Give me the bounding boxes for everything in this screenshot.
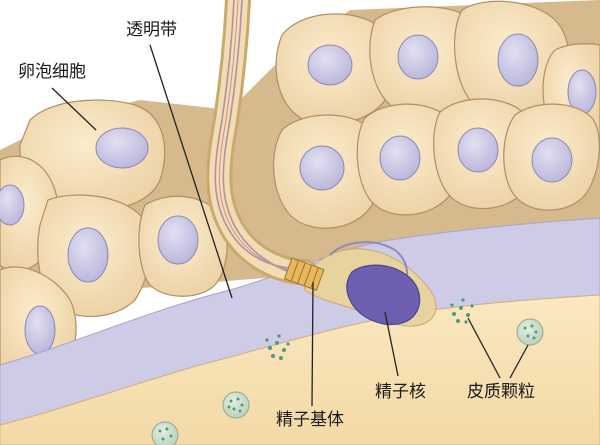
follicle-cell bbox=[272, 114, 382, 229]
follicle-cell bbox=[503, 103, 600, 211]
cell-nucleus bbox=[24, 305, 56, 355]
cell-nucleus bbox=[457, 127, 499, 173]
follicle-cell-group bbox=[272, 0, 600, 229]
sperm-tail bbox=[206, 0, 318, 285]
leader-cortical-granule-a bbox=[467, 317, 501, 379]
cell-nucleus bbox=[307, 44, 353, 86]
sperm-head bbox=[329, 241, 421, 326]
label-sperm-nucleus: 精子核 bbox=[375, 382, 426, 402]
follicle-cell bbox=[19, 99, 166, 211]
label-sperm-basal-body: 精子基体 bbox=[276, 410, 344, 430]
cell-nucleus bbox=[379, 135, 421, 181]
cortical-granule-group bbox=[151, 298, 544, 445]
cell-nucleus bbox=[95, 127, 149, 169]
follicle-cell bbox=[138, 195, 228, 297]
follicle-cell-group bbox=[0, 99, 228, 381]
cell-nucleus bbox=[531, 137, 573, 183]
cell-nucleus bbox=[299, 145, 345, 191]
leader-cortical-granule-b bbox=[509, 344, 529, 379]
cortical-granule bbox=[222, 391, 250, 419]
label-cortical-granules: 皮质颗粒 bbox=[467, 382, 535, 402]
cortical-granule bbox=[516, 318, 544, 346]
cell-nucleus bbox=[397, 34, 439, 80]
leader-sperm-nucleus bbox=[384, 311, 399, 377]
released-granule-contents bbox=[265, 298, 474, 360]
sperm-nucleus-mark bbox=[346, 264, 421, 326]
cortical-granule bbox=[151, 421, 179, 445]
cell-nucleus bbox=[157, 215, 199, 265]
cell-nucleus bbox=[497, 33, 539, 87]
follicle-cell bbox=[37, 194, 151, 317]
label-follicle-cells: 卵泡细胞 bbox=[18, 62, 86, 82]
cell-nucleus bbox=[0, 184, 25, 226]
follicle-cell bbox=[275, 13, 394, 125]
leader-follicle-cells bbox=[51, 87, 97, 131]
cell-nucleus bbox=[67, 227, 109, 283]
sperm-basal-body-mark bbox=[283, 257, 325, 291]
leader-basal-body bbox=[311, 281, 314, 407]
leader-zona-pellucida bbox=[149, 44, 233, 299]
follicle-cell bbox=[453, 0, 570, 116]
leader-lines bbox=[51, 44, 529, 407]
label-zona-pellucida: 透明带 bbox=[126, 20, 177, 40]
